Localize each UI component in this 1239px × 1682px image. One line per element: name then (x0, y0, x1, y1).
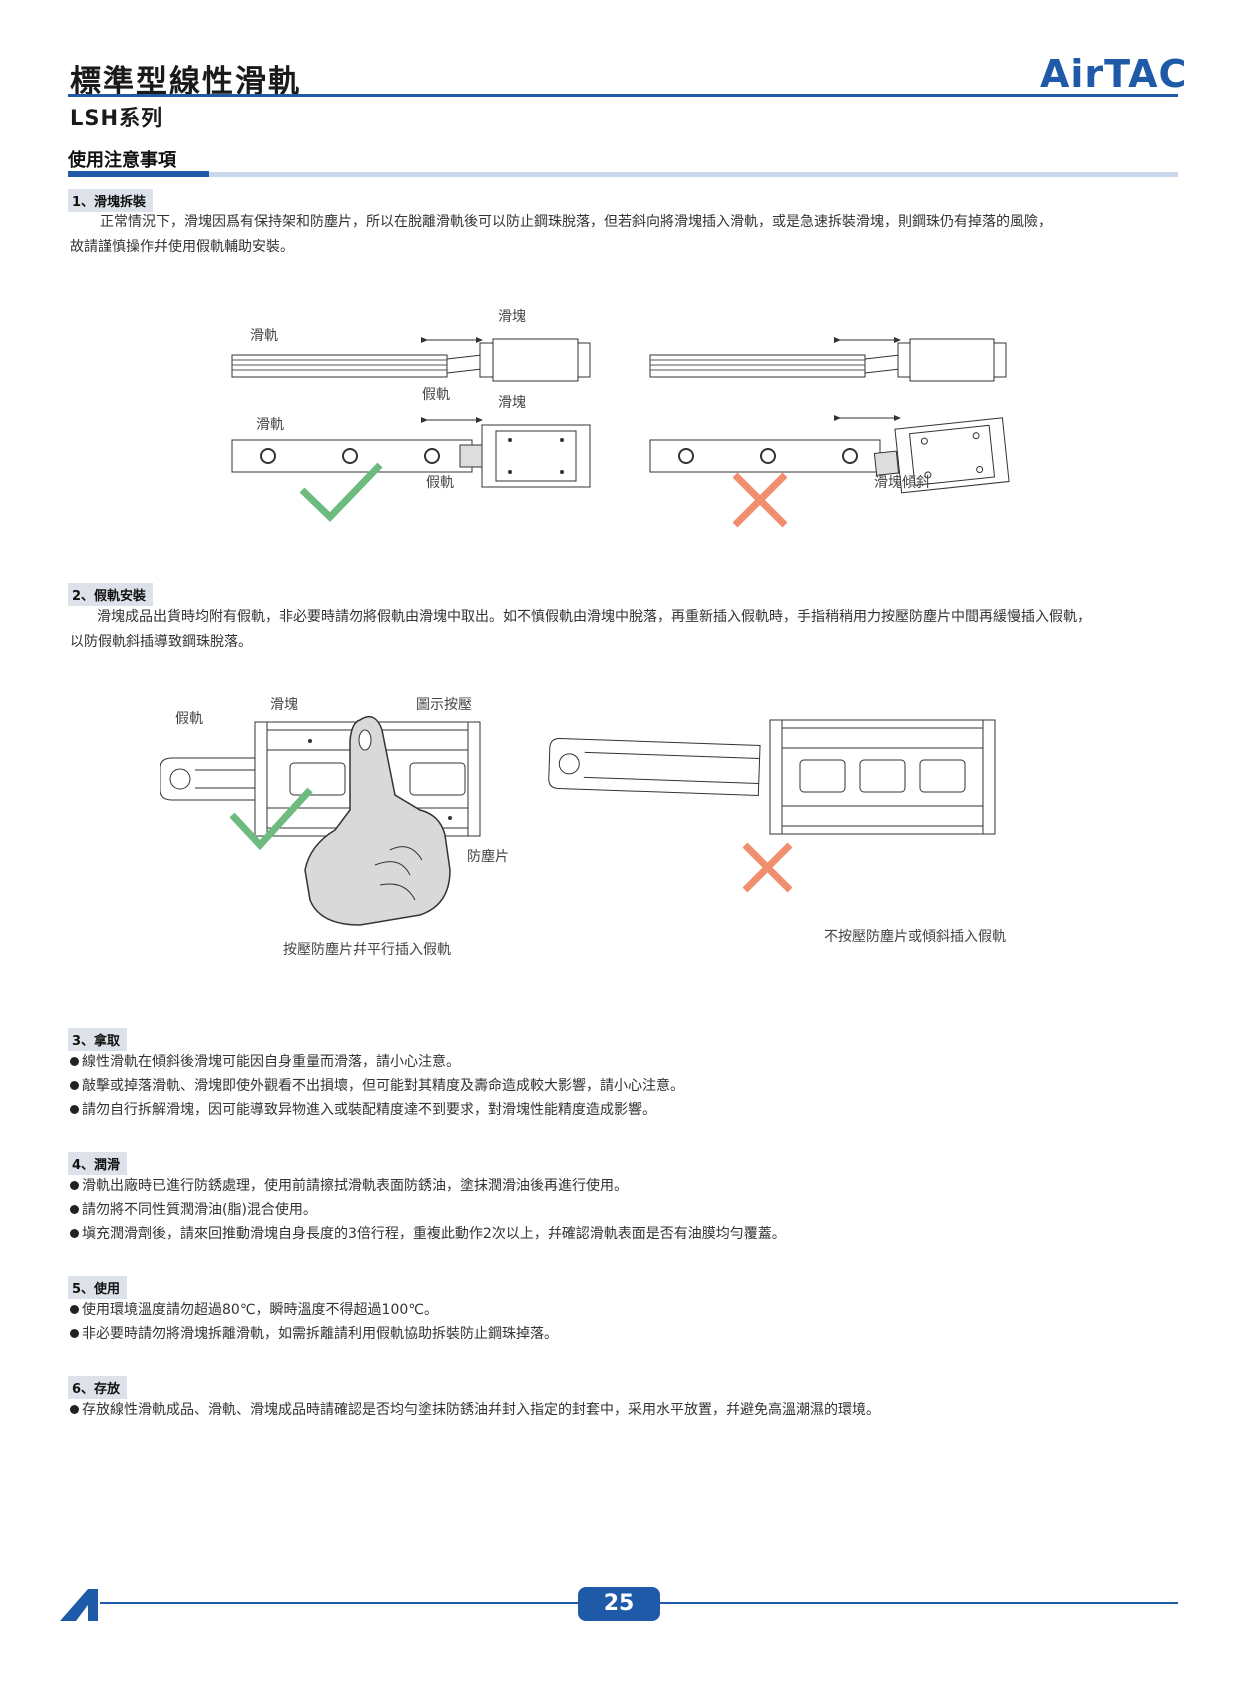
label-rail-bottom: 滑軌 (256, 417, 284, 433)
check-icon (299, 462, 383, 522)
figure-dummy-rail (160, 715, 996, 926)
section-heading-5: 5、使用 (68, 1276, 128, 1299)
bullet-item: 滑軌出廠時已進行防銹處理，使用前請擦拭滑軌表面防銹油，塗抹潤滑油後再進行使用。 (70, 1174, 628, 1198)
section-heading-4: 4、潤滑 (68, 1152, 128, 1175)
hand-pressing (304, 715, 451, 926)
label-dummy: 假軌 (175, 711, 203, 727)
section-1-line-2: 故請謹慎操作幷使用假軌輔助安裝。 (70, 239, 294, 255)
page-number: 25 (578, 1587, 660, 1621)
bullet-item: 非必要時請勿將滑塊拆離滑軌，如需拆離請利用假軌協助拆裝防止鋼珠掉落。 (70, 1322, 558, 1346)
check-icon (229, 787, 313, 851)
figure-slider-removal (231, 337, 1010, 528)
bullet-item: 敲擊或掉落滑軌、滑塊即使外觀看不出損壞，但可能對其精度及壽命造成較大影響，請小心… (70, 1074, 684, 1098)
bullet-item: 請勿將不同性質潤滑油(脂)混合使用。 (70, 1198, 317, 1222)
header-rule (68, 94, 1178, 97)
tab-underline (68, 171, 209, 177)
section-heading-1: 1、滑塊拆裝 (68, 189, 154, 212)
section-heading-3: 3、拿取 (68, 1028, 128, 1051)
cross-icon (732, 472, 788, 528)
caption-ok: 按壓防塵片幷平行插入假軌 (283, 942, 451, 958)
label-block-mid: 滑塊 (498, 395, 526, 411)
slider-block-ng (548, 719, 996, 835)
bullet-dot (70, 1180, 79, 1190)
footer-rule-right (660, 1602, 1178, 1604)
bullet-dot (70, 1328, 79, 1338)
caption-ng: 不按壓防塵片或傾斜插入假軌 (824, 929, 1006, 945)
rail-side-view-ng (649, 337, 1007, 382)
label-dummy-top: 假軌 (422, 387, 450, 403)
rail-side-view-ok (231, 337, 591, 382)
bullet-item: 請勿自行拆解滑塊，因可能導致异物進入或裝配精度達不到要求，對滑塊性能精度造成影響… (70, 1098, 656, 1122)
label-block: 滑塊 (270, 697, 298, 713)
bullet-dot (70, 1104, 79, 1114)
section-2-line-2: 以防假軌斜插導致鋼珠脫落。 (70, 634, 252, 650)
footer-rule-left (100, 1602, 578, 1604)
bullet-dot (70, 1404, 79, 1414)
label-tilted: 滑塊傾斜 (874, 475, 930, 491)
bullet-dot (70, 1056, 79, 1066)
label-seal: 防塵片 (467, 849, 509, 865)
bullet-item: 線性滑軌在傾斜後滑塊可能因自身重量而滑落，請小心注意。 (70, 1050, 460, 1074)
bullet-dot (70, 1204, 79, 1214)
label-press: 圖示按壓 (416, 697, 472, 713)
tab-rule (209, 172, 1178, 177)
bullet-item: 使用環境溫度請勿超過80℃，瞬時溫度不得超過100℃。 (70, 1298, 438, 1322)
section-2-line-1: 滑塊成品出貨時均附有假軌，非必要時請勿將假軌由滑塊中取出。如不慎假軌由滑塊中脫落… (97, 609, 1091, 625)
section-heading-6: 6、存放 (68, 1376, 128, 1399)
section-1-line-1: 正常情況下，滑塊因爲有保持架和防塵片，所以在脫離滑軌後可以防止鋼珠脫落，但若斜向… (100, 214, 1052, 230)
bullet-dot (70, 1304, 79, 1314)
section-heading-2: 2、假軌安裝 (68, 583, 154, 606)
rail-top-view-ng (649, 415, 1010, 494)
bullet-dot (70, 1080, 79, 1090)
cross-icon (742, 842, 793, 893)
bullet-dot (70, 1228, 79, 1238)
bullet-item: 塡充潤滑劑後，請來回推動滑塊自身長度的3倍行程，重複此動作2次以上，幷確認滑軌表… (70, 1222, 786, 1246)
series-subtitle: LSH系列 (70, 106, 164, 130)
section-tab: 使用注意事項 (68, 150, 176, 171)
footer-logo-icon (60, 1589, 98, 1621)
bullet-item: 存放線性滑軌成品、滑軌、滑塊成品時請確認是否均勻塗抹防銹油幷封入指定的封套中，采… (70, 1398, 880, 1422)
airtac-logo: AirTAC (1040, 52, 1188, 96)
label-block-top: 滑塊 (498, 309, 526, 325)
label-rail-top: 滑軌 (250, 328, 278, 344)
rail-top-view-ok (231, 417, 591, 488)
label-dummy-bottom: 假軌 (426, 475, 454, 491)
